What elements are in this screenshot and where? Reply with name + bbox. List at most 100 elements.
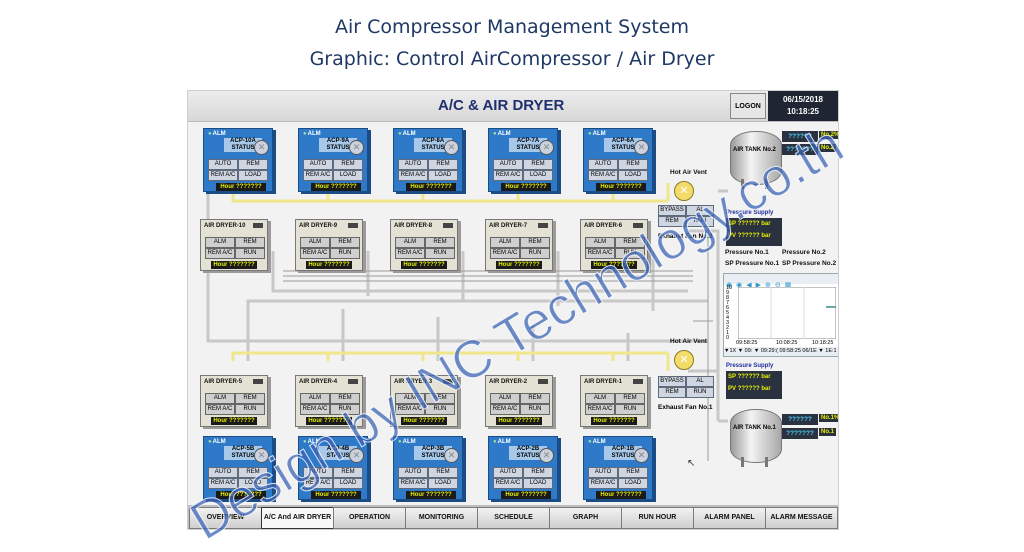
tank-leg [765,179,768,189]
nav-run-hour[interactable]: RUN HOUR [621,507,694,529]
alm-indicator: ALM [205,237,235,248]
back-icon[interactable]: ◀ [746,282,752,289]
sp-row: SP ?????? bar [728,374,771,380]
run-hour: Hour ??????? [496,417,542,425]
run-hour: Hour ??????? [211,417,257,425]
run-hour: Hour ??????? [406,491,456,499]
vent-fan-icon[interactable]: ✕ [674,350,694,370]
rem-ac-indicator: REM A/C [300,404,330,415]
rem-ac-indicator: REM A/C [303,478,333,489]
alm-indicator: ALM [490,393,520,404]
bypass-indicator: BYPASS [658,376,686,387]
dryer-card[interactable]: AIR DRYER-8 ALM REM REM A/C RUN Hour ???… [390,219,458,271]
dryer-card[interactable]: AIR DRYER-5 ALM REM REM A/C RUN Hour ???… [200,375,268,427]
vent-fan-icon[interactable]: ✕ [674,181,694,201]
bottom-nav: OVERVIEW A/C And AIR DRYER OPERATION MON… [188,505,838,529]
nav-operation[interactable]: OPERATION [333,507,406,529]
rem-indicator: REM [520,393,550,404]
rem-indicator: REM [238,467,268,478]
dryer-card[interactable]: AIR DRYER-4 ALM REM REM A/C RUN Hour ???… [295,375,363,427]
rem-ac-indicator: REM A/C [208,478,238,489]
zoom-out-icon[interactable]: ⊖ [774,282,781,289]
rem-indicator: REM [428,467,458,478]
auto-indicator: AUTO [303,467,333,478]
air-tank-1[interactable]: AIR TANK No.1 [725,403,785,467]
run-hour: Hour ??????? [596,183,646,191]
logon-button[interactable]: LOGON [730,93,766,119]
rem-indicator: REM [615,393,645,404]
exhaust-fan-2[interactable]: BYPASS AL REM RUN Exhaust Fan No.2 [658,205,716,240]
nav-graph[interactable]: GRAPH [549,507,622,529]
dryer-card[interactable]: AIR DRYER-6 ALM REM REM A/C RUN Hour ???… [580,219,648,271]
forward-icon[interactable]: ▶ [755,282,761,289]
run-indicator: RUN [330,404,360,415]
dryer-card[interactable]: AIR DRYER-7 ALM REM REM A/C RUN Hour ???… [485,219,553,271]
page-subtitle: Graphic: Control AirCompressor / Air Dry… [309,48,715,70]
nav-monitoring[interactable]: MONITORING [405,507,478,529]
exhaust-fan-1[interactable]: BYPASS AL REM RUN Exhaust Fan No.1 [658,376,716,411]
y-tick: 5 [726,310,730,316]
trend-controls[interactable]: ▼1X ▼ 09: ▼ 09:29:( 09:58:25 06/1E ▼ 1E:… [724,347,839,356]
x-tick: 10:18:25 [812,340,834,346]
status-badge [253,223,263,228]
rem-indicator: REM [523,159,553,170]
load-indicator: LOAD [333,170,363,181]
run-hour: Hour ??????? [311,183,361,191]
status-badge [348,223,358,228]
rem-ac-indicator: REM A/C [303,170,333,181]
dryer-card[interactable]: AIR DRYER-9 ALM REM REM A/C RUN Hour ???… [295,219,363,271]
pressure-supply-title: Pressure Supply [726,363,774,369]
play-icon[interactable]: ◉ [726,282,733,289]
tank-label: AIR TANK No.1 [733,425,776,431]
air-tank-2[interactable]: AIR TANK No.2 [725,125,785,189]
tank2-value: ?????? [782,131,818,142]
dryer-name: AIR DRYER-9 [299,223,338,229]
nav-overview[interactable]: OVERVIEW [189,507,262,529]
grid-icon[interactable]: ▦ [784,282,792,289]
dryer-card[interactable]: AIR DRYER-3 ALM REM REM A/C RUN Hour ???… [390,375,458,427]
zoom-in-icon[interactable]: ⊕ [765,282,771,289]
run-hour: Hour ??????? [306,261,352,269]
tank-label: AIR TANK No.2 [733,147,776,153]
dryer-card[interactable]: AIR DRYER-2 ALM REM REM A/C RUN Hour ???… [485,375,553,427]
nav-schedule[interactable]: SCHEDULE [477,507,550,529]
alarm-label: ALM [398,131,416,137]
rem-indicator: REM [330,237,360,248]
pause-icon[interactable]: ◉ [736,282,743,289]
pressure-trend-chart[interactable]: ◉◉◀▶⊕⊖▦ 10 9 8 7 6 5 4 3 2 1 0 09:58:25 … [723,273,839,357]
status-badge [253,379,263,384]
dryer-card[interactable]: AIR DRYER-10 ALM REM REM A/C RUN Hour ??… [200,219,268,271]
nav-alarm-message[interactable]: ALARM MESSAGE [765,507,838,529]
exhaust-fan-label: Exhaust Fan No.1 [658,404,713,411]
rem-indicator: REM [658,387,686,398]
fan-icon: ✕ [444,448,459,463]
auto-indicator: AUTO [493,467,523,478]
rem-indicator: REM [238,159,268,170]
run-indicator: RUN [615,248,645,259]
rem-ac-indicator: REM A/C [490,404,520,415]
nav-ac-air-dryer[interactable]: A/C And AIR DRYER [261,507,334,529]
nav-alarm-panel[interactable]: ALARM PANEL [693,507,766,529]
dryer-card[interactable]: AIR DRYER-1 ALM REM REM A/C RUN Hour ???… [580,375,648,427]
rem-indicator: REM [235,237,265,248]
hmi-header: A/C & AIR DRYER LOGON 06/15/2018 10:18:2… [188,91,838,122]
run-hour: Hour ??????? [401,261,447,269]
al-indicator: AL [686,376,714,387]
auto-indicator: AUTO [493,159,523,170]
alarm-label: ALM [588,131,606,137]
status-badge [538,379,548,384]
run-hour: Hour ??????? [311,491,361,499]
